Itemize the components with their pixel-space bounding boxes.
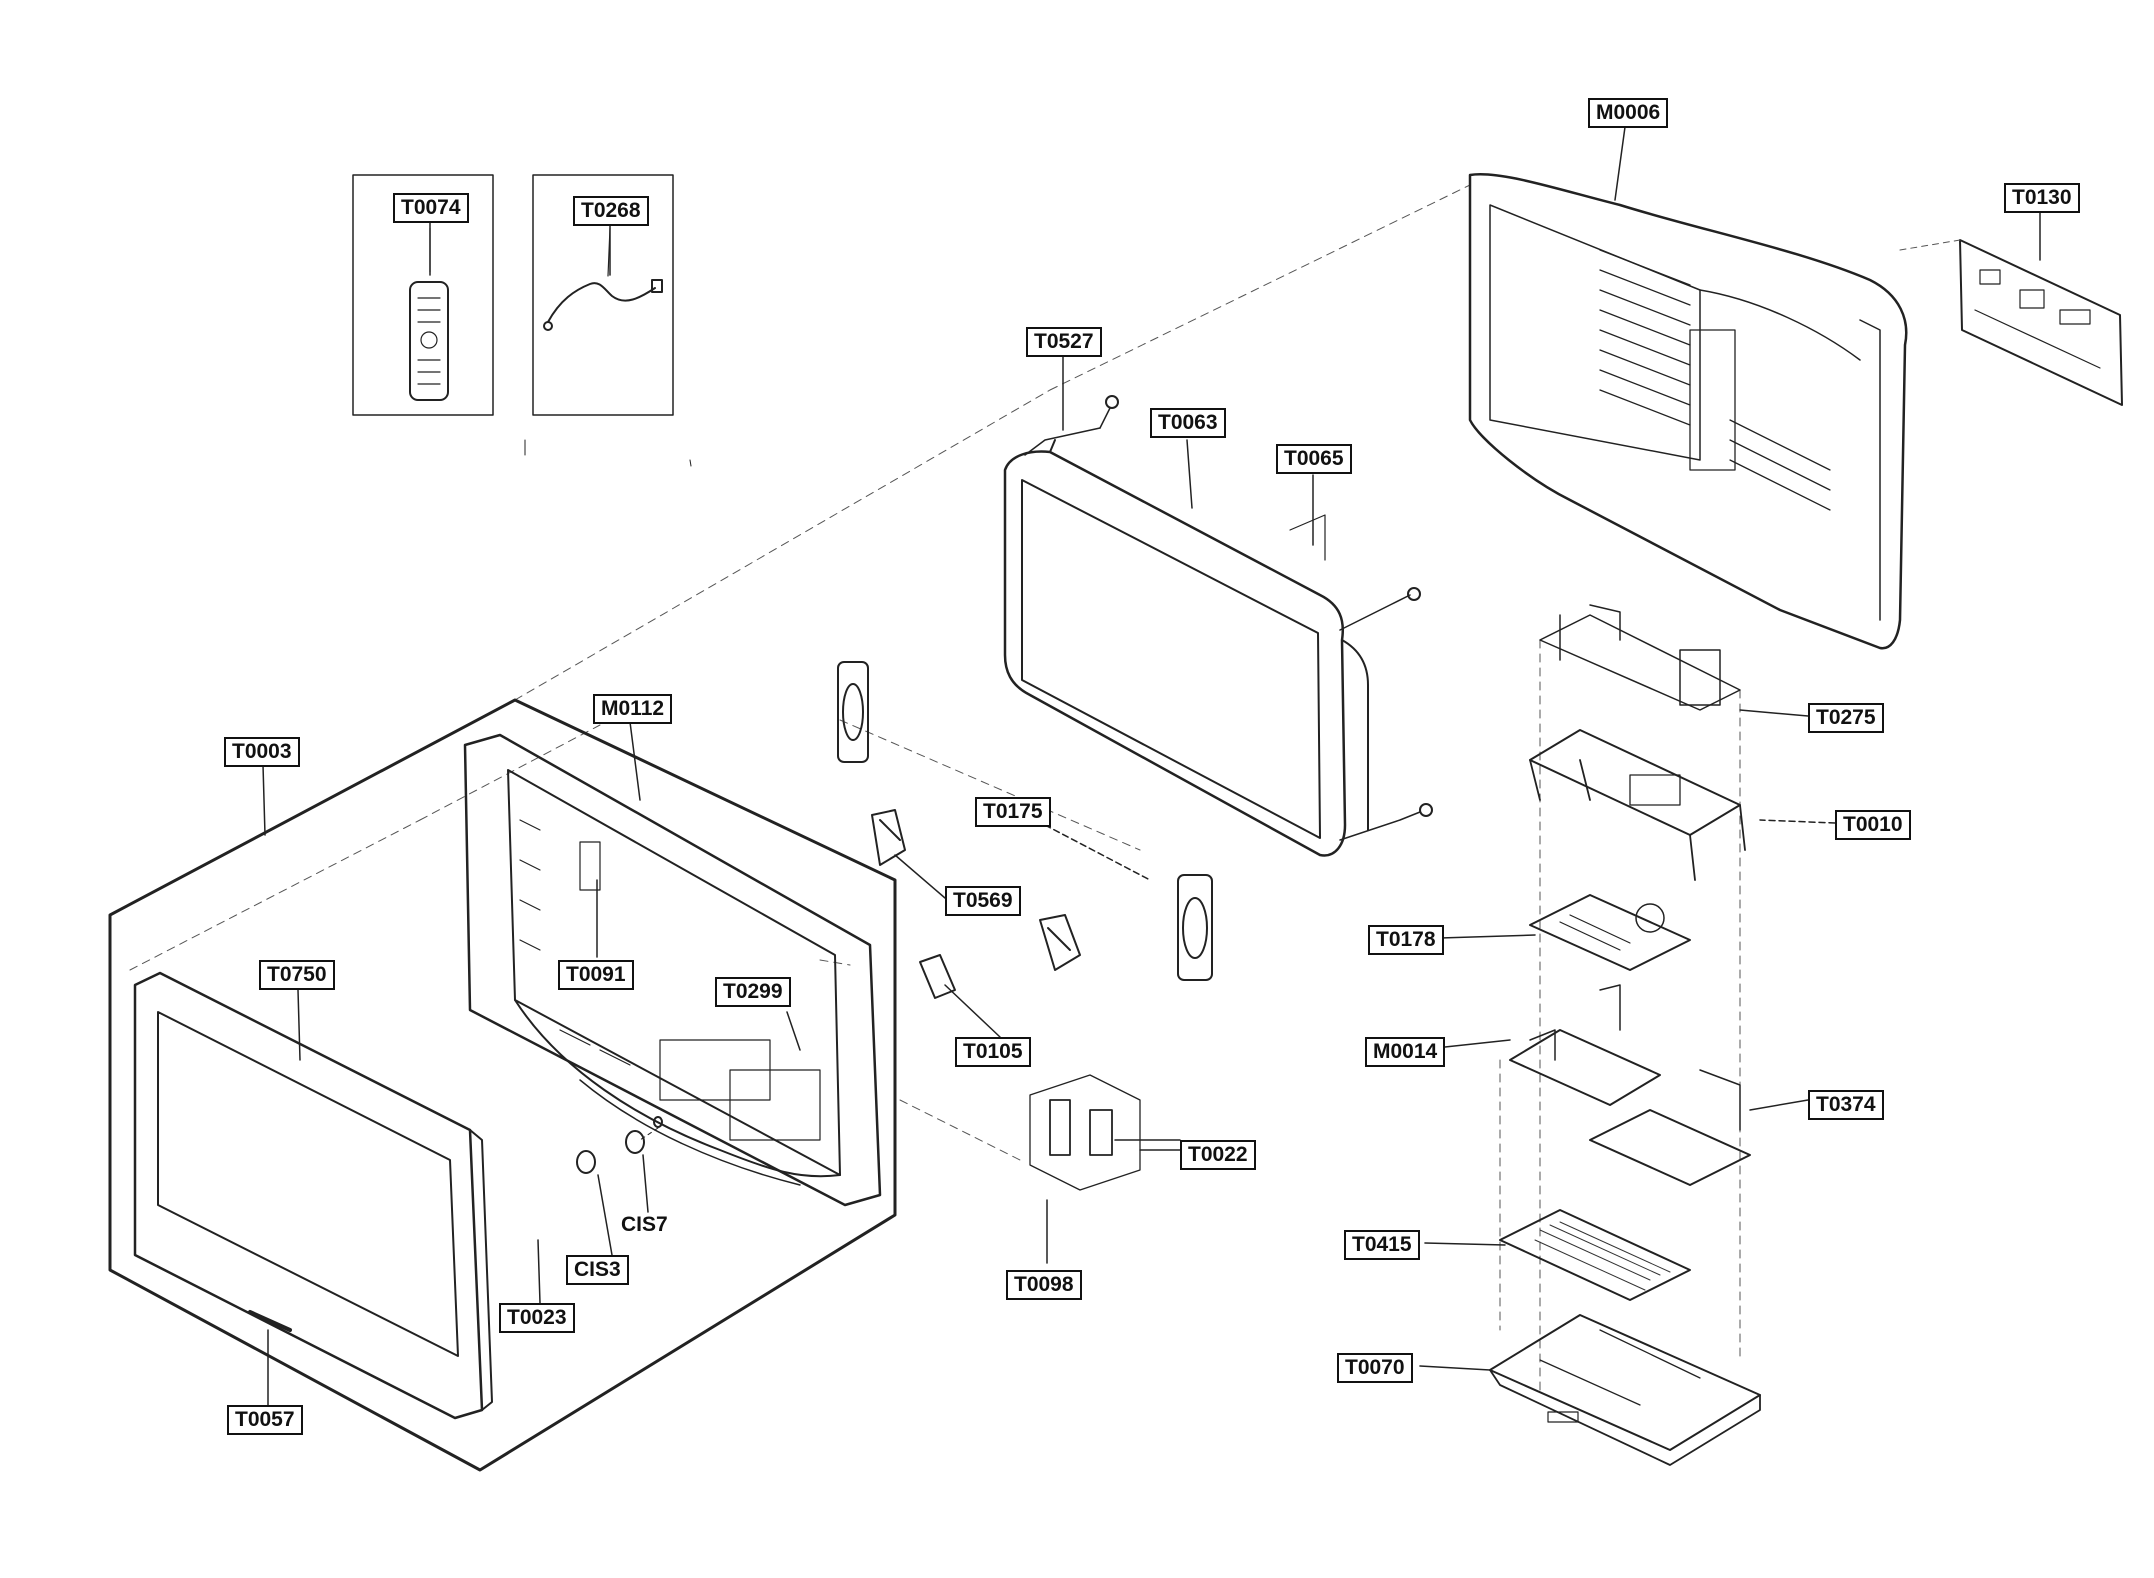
cabinet-back-outline — [108, 698, 897, 1472]
label-t0070: T0070 — [1337, 1353, 1413, 1383]
speaker-bracket-right — [1039, 914, 1081, 971]
label-cis3: CIS3 — [566, 1255, 629, 1285]
bracket-t0105 — [919, 954, 956, 999]
label-t0098: T0098 — [1006, 1270, 1082, 1300]
label-t0010: T0010 — [1835, 810, 1911, 840]
frame-t0070 — [1489, 1314, 1761, 1466]
label-t0569: T0569 — [945, 886, 1021, 916]
label-t0268: T0268 — [573, 196, 649, 226]
board-t0178 — [1529, 894, 1691, 971]
label-t0299: T0299 — [715, 977, 791, 1007]
rear-frame — [463, 733, 882, 1207]
board-t0130 — [1959, 239, 2123, 406]
label-t0130: T0130 — [2004, 183, 2080, 213]
assembly-guide-lines — [129, 184, 1741, 1391]
speaker-lower — [1177, 874, 1213, 981]
board-t0415 — [1499, 1209, 1691, 1301]
chassis-t0010 — [1529, 729, 1746, 881]
label-t0415: T0415 — [1344, 1230, 1420, 1260]
label-t0074: T0074 — [393, 193, 469, 223]
label-t0527: T0527 — [1026, 327, 1102, 357]
label-m0006: M0006 — [1588, 98, 1669, 128]
label-t0065: T0065 — [1276, 444, 1352, 474]
bracket-m0014 — [1509, 984, 1661, 1106]
label-t0091: T0091 — [558, 960, 634, 990]
picture-tube — [1003, 395, 1433, 857]
board-t0022 — [1029, 1074, 1181, 1191]
label-t0374: T0374 — [1808, 1090, 1884, 1120]
label-t0275: T0275 — [1808, 703, 1884, 733]
bracket-t0374 — [1589, 1069, 1751, 1186]
label-t0105: T0105 — [955, 1037, 1031, 1067]
chassis-t0275 — [1539, 604, 1741, 711]
front-bezel — [133, 971, 493, 1420]
label-t0178: T0178 — [1368, 925, 1444, 955]
speaker-bracket-left — [871, 809, 906, 866]
label-t0063: T0063 — [1150, 408, 1226, 438]
label-t0750: T0750 — [259, 960, 335, 990]
label-t0057: T0057 — [227, 1405, 303, 1435]
leader-lines — [262, 126, 2041, 1406]
speaker-upper — [837, 661, 869, 763]
front-buttons — [576, 1116, 663, 1174]
label-t0022: T0022 — [1180, 1140, 1256, 1170]
label-t0175: T0175 — [975, 797, 1051, 827]
back-cover — [1468, 173, 1908, 650]
label-m0014: M0014 — [1365, 1037, 1446, 1067]
label-m0112: M0112 — [593, 694, 673, 724]
label-cis7: CIS7 — [621, 1213, 668, 1236]
label-t0003: T0003 — [224, 737, 300, 767]
label-t0023: T0023 — [499, 1303, 575, 1333]
